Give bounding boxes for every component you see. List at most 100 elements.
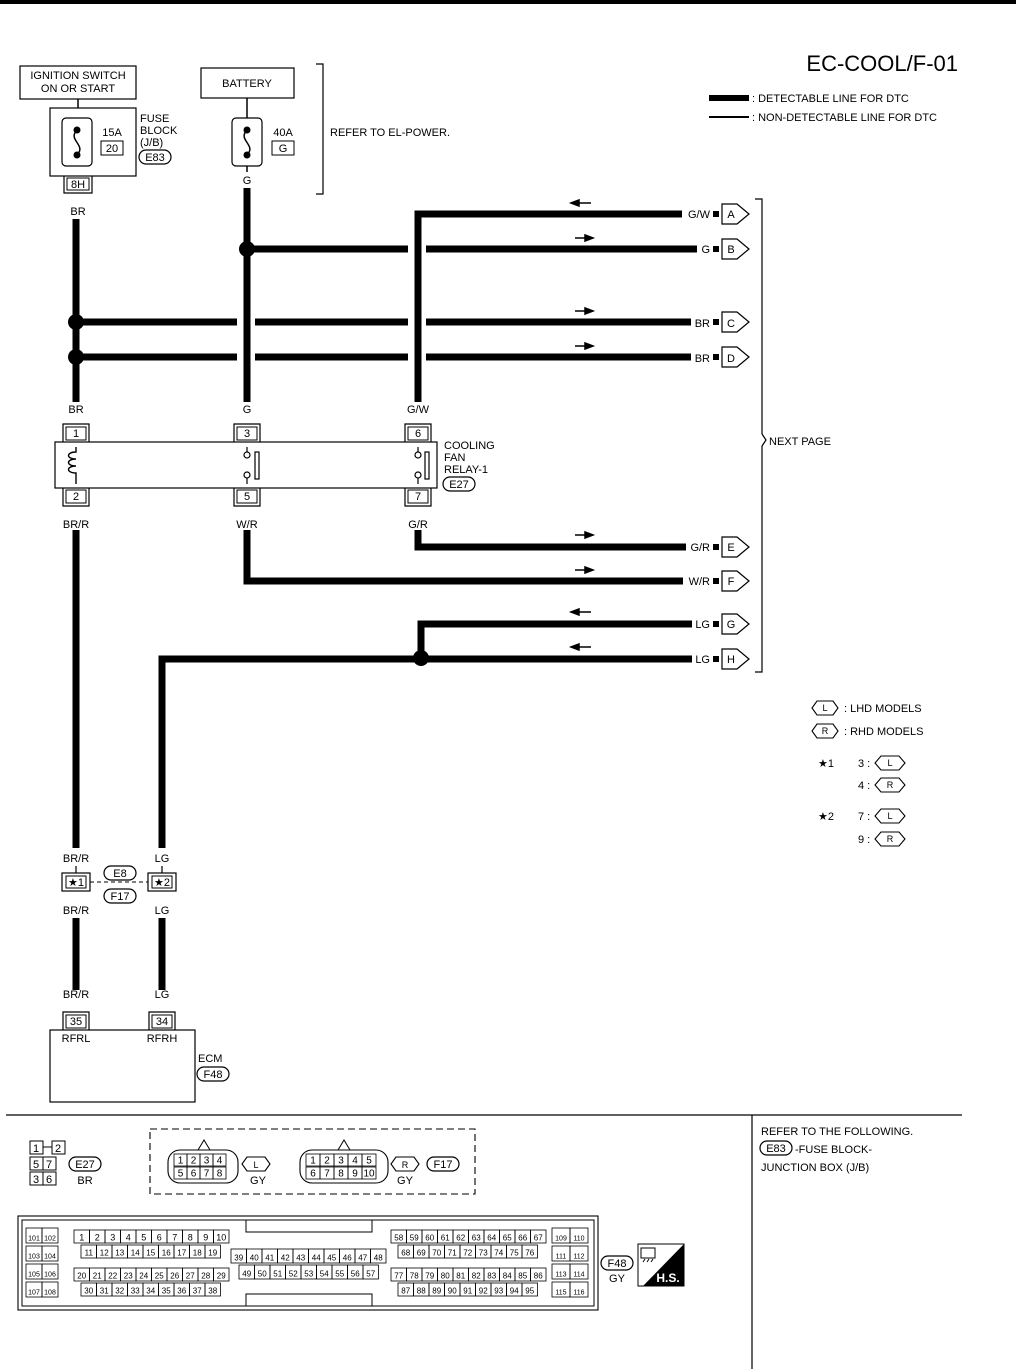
- faceB-pin: 6: [310, 1169, 316, 1180]
- f48-connector-id: F48: [608, 1258, 627, 1270]
- offpage-f-wire: W/R: [689, 576, 710, 588]
- offpage-g-letter: G: [727, 619, 736, 631]
- ecm-face-pin: 50: [258, 1270, 267, 1279]
- faceA-pin: 5: [178, 1169, 184, 1180]
- faceA-pin: 7: [204, 1169, 210, 1180]
- faceB-pin: 9: [352, 1169, 358, 1180]
- fuse-block: 15A 20 FUSE BLOCK (J/B) E83 8H: [49, 107, 178, 194]
- fusible-link-40a: 40A G: [231, 117, 295, 167]
- faceA-pin-cell: [212, 1153, 227, 1167]
- ecm-face-pin: 62: [456, 1234, 465, 1243]
- faceA-pin: 4: [217, 1156, 223, 1167]
- ecm-face-pin: 22: [108, 1272, 117, 1281]
- fuse-40a-icon: [243, 129, 251, 156]
- offpage-c-wire: BR: [695, 318, 710, 330]
- ignition-switch-label: IGNITION SWITCH: [30, 70, 125, 82]
- faceB-pin-cell: [361, 1153, 377, 1167]
- offpage-g: LG G: [695, 613, 750, 635]
- top-border: [0, 0, 1016, 4]
- joint-f17: F17: [111, 891, 130, 903]
- ecm-face-pin: 69: [417, 1249, 426, 1258]
- wire-label-brr-joint-bottom: BR/R: [63, 905, 89, 917]
- ecm-face-pin: 40: [250, 1254, 259, 1263]
- ecm-face-pin: 71: [448, 1249, 457, 1258]
- legend-star2-l: 7 :: [858, 811, 870, 823]
- joint-star1: ★1: [68, 877, 84, 889]
- wire-label-br-top: BR: [70, 206, 85, 218]
- ecm-face-pin: 32: [115, 1287, 124, 1296]
- ecm-face-pin: 16: [162, 1249, 171, 1258]
- ecm-face-pin: 83: [487, 1272, 496, 1281]
- relay-pin-5: 5: [244, 491, 250, 503]
- legend-star1-r: 4 :: [858, 780, 870, 792]
- refer-el-power: REFER TO EL-POWER.: [330, 127, 450, 139]
- e27-pin-2: 2: [55, 1143, 61, 1155]
- ecm-face-pin: 29: [217, 1272, 226, 1281]
- detectable-legend-text: : DETECTABLE LINE FOR DTC: [752, 93, 909, 105]
- battery-label: BATTERY: [222, 78, 272, 90]
- offpage-b-letter: B: [727, 244, 734, 256]
- offpage-f: W/R F: [689, 570, 750, 592]
- ecm-face-pin: 41: [265, 1254, 274, 1263]
- ecm-face-pin: 13: [115, 1249, 124, 1258]
- offpage-d-wire: BR: [695, 353, 710, 365]
- offpage-f-letter: F: [728, 576, 735, 588]
- ecm-face-pin: 28: [201, 1272, 210, 1281]
- ecm-face-pin: 111: [556, 1254, 567, 1261]
- ecm-face-pin: 46: [343, 1254, 352, 1263]
- faceA-pin-cell: [212, 1166, 227, 1180]
- ecm-face-pin: 47: [358, 1254, 367, 1263]
- ecm-face-pin: 59: [410, 1234, 419, 1243]
- ecm-face-pin: 38: [208, 1287, 217, 1296]
- ecm-rfrl: RFRL: [62, 1033, 91, 1045]
- e27-pin-6: 6: [46, 1174, 52, 1186]
- offpage-a-letter: A: [727, 209, 735, 221]
- ecm-face-pin: 92: [479, 1287, 488, 1296]
- ecm-face-pin: 64: [487, 1234, 496, 1243]
- ecm-face-pin: 5: [141, 1233, 146, 1243]
- relay-contact-icon: [424, 451, 430, 480]
- ecm-face-pin-cell: [362, 1264, 379, 1280]
- legend-star2-l-symbol: L: [887, 811, 892, 821]
- ecm-face-pin-cell: [41, 1281, 59, 1298]
- hs-label: H.S.: [656, 1271, 679, 1285]
- ecm-face-pin: 52: [289, 1270, 298, 1279]
- ecm-face-pin: 6: [157, 1233, 162, 1243]
- offpage-a: G/W A: [688, 203, 750, 225]
- ecm-face-pin: 4: [126, 1233, 131, 1243]
- ecm-face-pin: 18: [193, 1249, 202, 1258]
- ecm-face-pin: 56: [351, 1270, 360, 1279]
- joint-star2: ★2: [154, 877, 170, 889]
- ecm-face-pin: 24: [139, 1272, 148, 1281]
- faceB-pin: 3: [338, 1156, 344, 1167]
- offpage-h-wire: LG: [695, 654, 710, 666]
- ecm-face-pin: 110: [573, 1236, 584, 1243]
- ecm-face-pin: 114: [573, 1272, 584, 1279]
- offpage-e: G/R E: [690, 536, 750, 558]
- e27-pin-5: 5: [33, 1159, 39, 1171]
- e27-connector-id: E27: [75, 1159, 95, 1171]
- ecm-label: ECM: [198, 1053, 222, 1065]
- ecm-face-pin: 45: [327, 1254, 336, 1263]
- ecm-face-pin: 70: [432, 1249, 441, 1258]
- e27-pin-1: 1: [33, 1143, 39, 1155]
- ignition-switch-label-2: ON OR START: [41, 83, 115, 95]
- fuse-15a-icon: [73, 129, 81, 156]
- fuse-block-label-3: (J/B): [140, 137, 163, 149]
- ecm-face-pin: 42: [281, 1254, 290, 1263]
- ecm-face-pin: 39: [234, 1254, 243, 1263]
- flow-arrows: [568, 198, 596, 652]
- ecm-face-pin: 11: [85, 1249, 94, 1258]
- offpage-b-wire: G: [701, 244, 710, 256]
- faceB-r-symbol: R: [402, 1160, 409, 1170]
- wire-label-g-relay: G: [243, 404, 252, 416]
- ecm-face-pin: 94: [510, 1287, 519, 1296]
- ecm-face-pin-cell: [569, 1227, 589, 1244]
- faceB-pin: 8: [338, 1169, 344, 1180]
- ecm-face-pin: 112: [573, 1254, 584, 1261]
- relay-label-3: RELAY-1: [444, 464, 488, 476]
- ecm-face-pin-cell: [204, 1282, 221, 1297]
- ecm-face-pin: 95: [525, 1287, 534, 1296]
- ecm-face-pin: 27: [186, 1272, 195, 1281]
- ecm-face-pin: 20: [77, 1272, 86, 1281]
